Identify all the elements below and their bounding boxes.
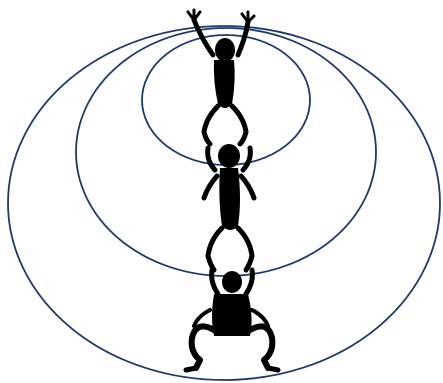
middle-figure [204,144,254,270]
stacked-figures [186,10,278,370]
top-figure [188,10,254,144]
bottom-figure [186,270,278,370]
